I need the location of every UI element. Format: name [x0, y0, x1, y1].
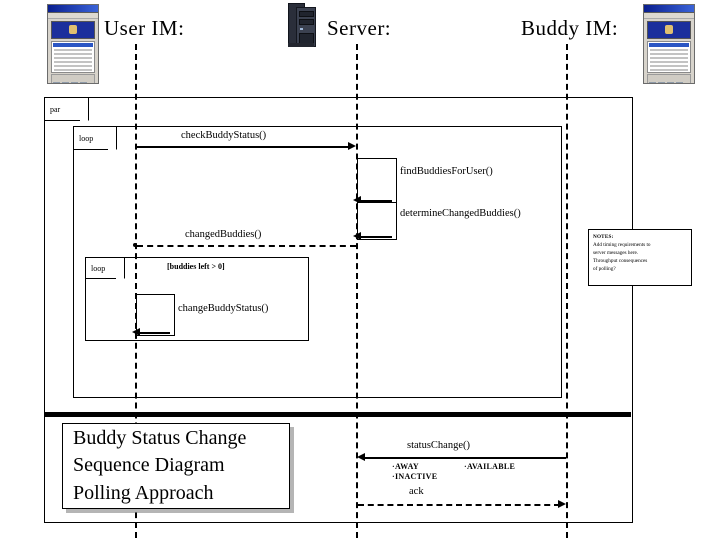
notes-box: NOTES: Add timing requirements to server…	[588, 229, 692, 286]
lifeline-label-buddy-im: Buddy IM:	[521, 16, 619, 40]
message-arrow-ack	[358, 504, 560, 506]
lifeline-label-server: Server:	[327, 16, 392, 40]
fragment-tag-loop-2: loop	[85, 257, 125, 279]
notes-heading: NOTES:	[593, 234, 614, 240]
loop-fragment-1-frame	[73, 126, 562, 398]
arrowhead-changed-buddies	[133, 243, 137, 247]
par-fragment-frame	[44, 97, 633, 523]
message-label-status-change: statusChange()	[407, 440, 470, 451]
fragment-tag-par-label: par	[50, 104, 61, 114]
notes-line-2: server messages here.	[593, 250, 639, 257]
arrowhead-status-change	[357, 453, 365, 461]
message-label-changed-buddies: changedBuddies()	[185, 229, 262, 240]
diagram-title-line-1: Buddy Status Change	[73, 426, 247, 449]
arrowhead-change-buddy-status	[132, 328, 140, 336]
lifeline-buddy-im	[566, 44, 568, 538]
loop-guard-condition: [buddies left > 0]	[167, 262, 225, 271]
status-value-away: ·AWAY	[392, 462, 419, 471]
diagram-title-line-3: Polling Approach	[73, 481, 214, 504]
activation-determine-changed-buddies	[357, 202, 397, 240]
status-value-inactive: ·INACTIVE	[392, 472, 438, 481]
loop-fragment-2-frame	[85, 257, 309, 341]
server-tower-icon	[285, 3, 317, 47]
message-arrow-status-change	[364, 457, 566, 459]
lifeline-user-im	[135, 44, 137, 538]
im-client-icon-buddy	[643, 4, 695, 84]
arrowhead-check-buddy-status	[348, 142, 356, 150]
lifeline-server	[356, 44, 358, 538]
arrowhead-ack	[558, 500, 566, 508]
message-arrow-determine-changed-buddies	[358, 236, 392, 238]
fragment-tag-loop-1: loop	[73, 126, 117, 150]
fragment-tag-loop-1-label: loop	[79, 133, 94, 143]
message-arrow-check-buddy-status	[135, 146, 348, 148]
diagram-title-line-2: Sequence Diagram	[73, 454, 225, 477]
notes-line-4: of polling?	[593, 266, 616, 273]
diagram-title-block: Buddy Status Change Sequence Diagram Pol…	[62, 423, 290, 509]
message-label-check-buddy-status: checkBuddyStatus()	[181, 130, 267, 141]
message-arrow-change-buddy-status	[137, 332, 170, 334]
message-arrow-find-buddies	[358, 200, 392, 202]
section-divider	[44, 412, 631, 417]
arrowhead-determine-changed-buddies	[353, 232, 361, 240]
message-label-change-buddy-status: changeBuddyStatus()	[178, 303, 269, 314]
fragment-tag-par: par	[44, 97, 89, 121]
message-label-determine-changed-buddies: determineChangedBuddies()	[400, 208, 521, 219]
status-value-available: ·AVAILABLE	[464, 462, 516, 471]
lifeline-label-user-im: User IM:	[104, 16, 185, 40]
message-label-find-buddies-for-user: findBuddiesForUser()	[400, 166, 493, 177]
notes-line-3: Throughput consequences	[593, 258, 648, 265]
arrowhead-find-buddies	[353, 196, 361, 204]
notes-line-1: Add timing requirements to	[593, 242, 651, 249]
fragment-tag-loop-2-label: loop	[91, 263, 106, 273]
im-client-icon-user	[47, 4, 99, 84]
activation-change-buddy-status	[136, 294, 175, 336]
activation-find-buddies	[357, 158, 397, 204]
message-arrow-changed-buddies	[137, 245, 356, 247]
message-label-ack: ack	[409, 486, 424, 497]
